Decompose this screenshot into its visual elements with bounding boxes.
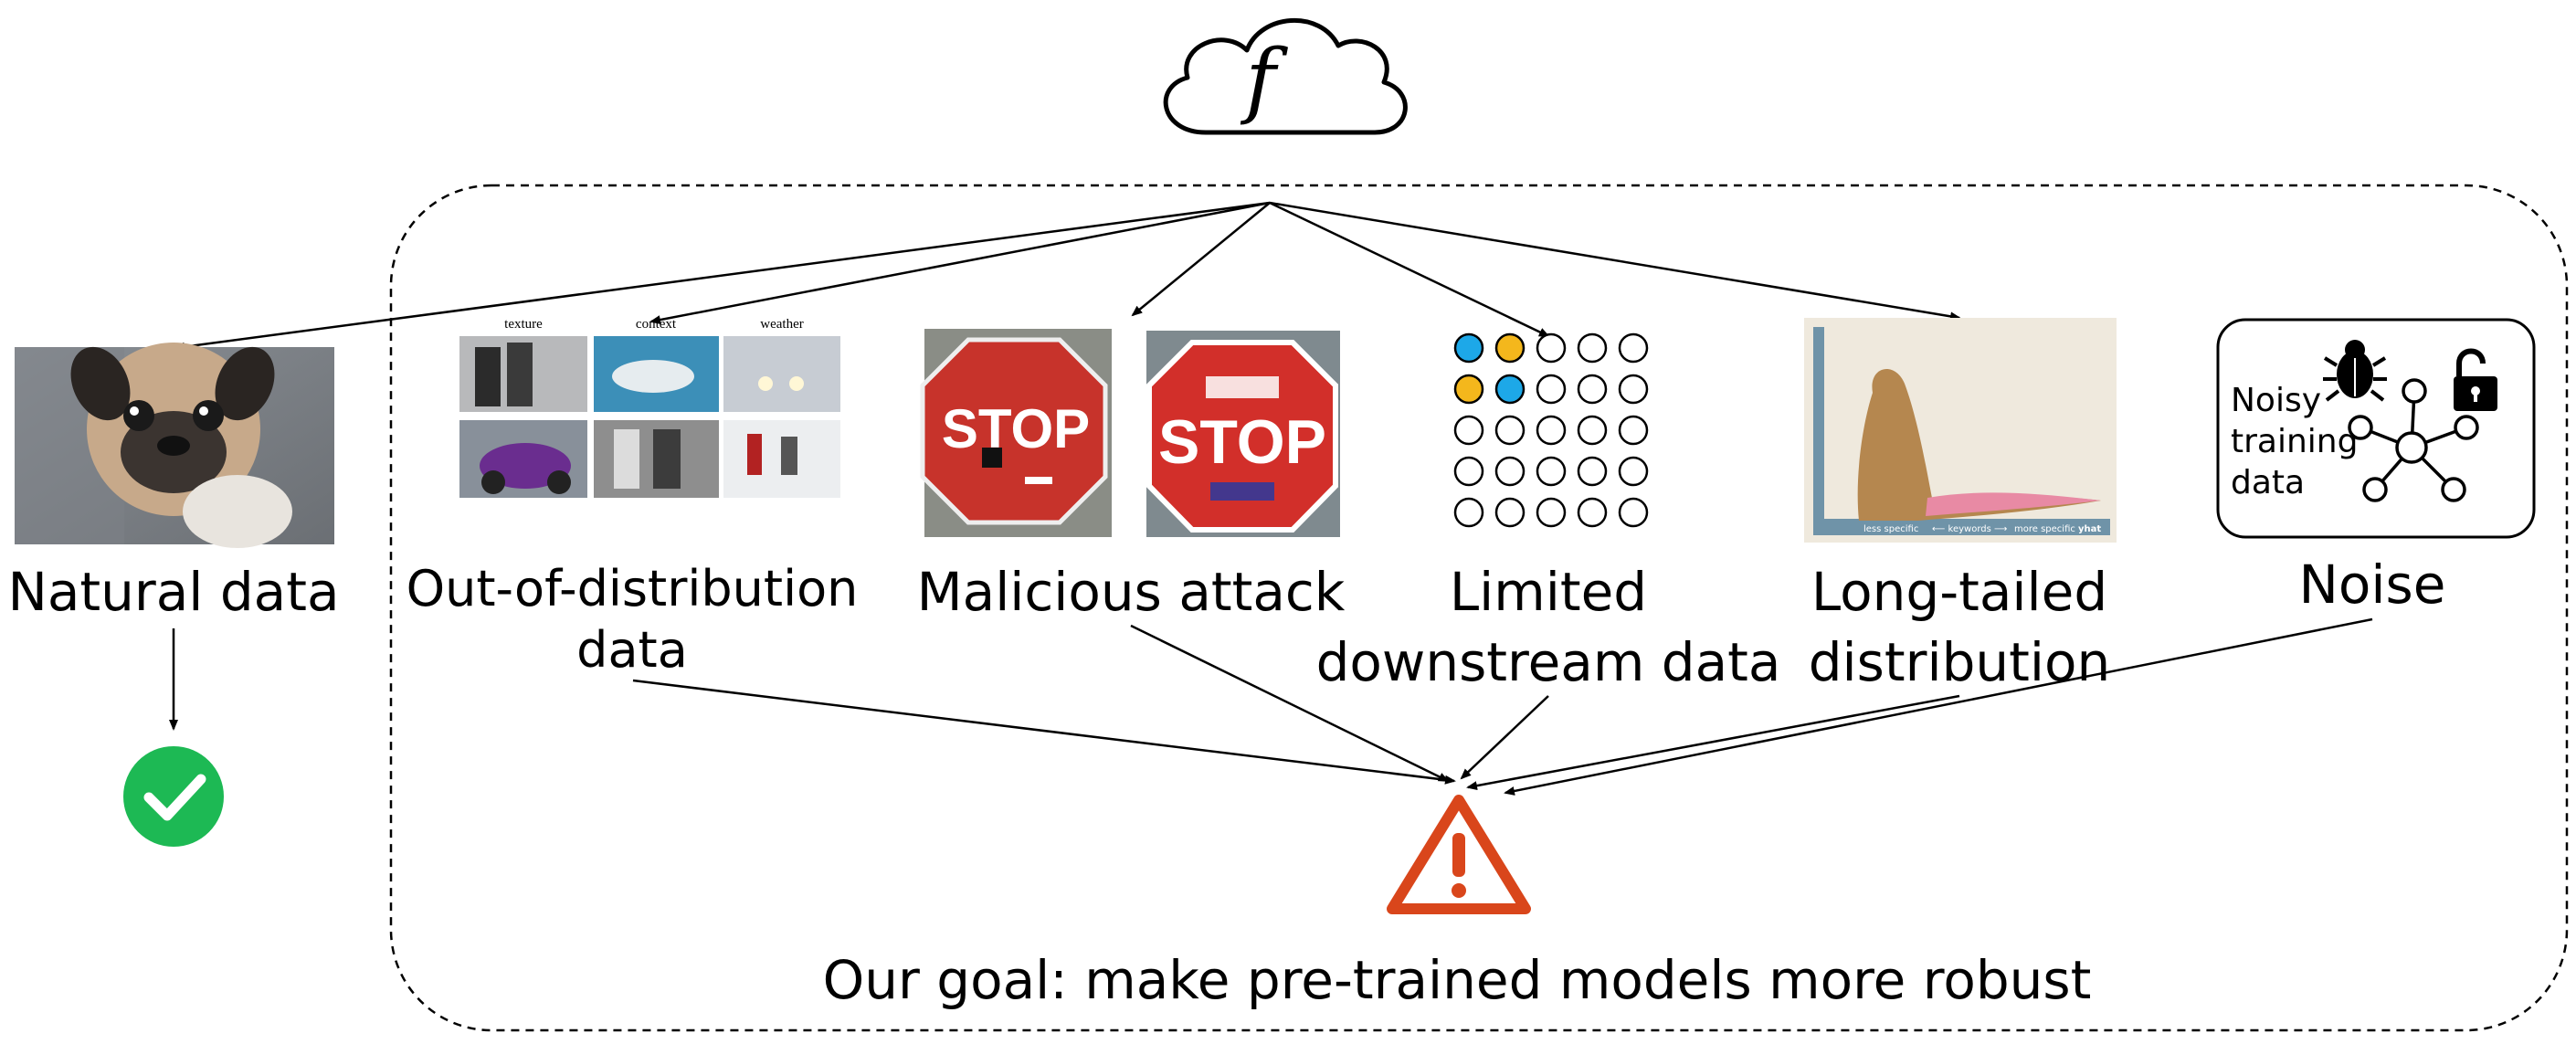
converging-arrows <box>632 617 2373 796</box>
dot <box>1453 332 1484 364</box>
dot <box>1453 497 1484 528</box>
dot <box>1494 497 1526 528</box>
dot <box>1494 456 1526 487</box>
dot <box>1536 497 1567 528</box>
robustness-region <box>389 184 2569 1032</box>
noise-label: Noise <box>2299 554 2446 616</box>
dot <box>1577 374 1608 405</box>
svg-text:more specific: more specific <box>2014 524 2075 534</box>
limited-label-line1: Limited <box>1450 561 1647 623</box>
dot <box>1494 374 1526 405</box>
limited-data-dot-grid <box>1453 332 1649 528</box>
dot <box>1618 497 1649 528</box>
long-tail-label-line2: distribution <box>1809 631 2111 693</box>
dot <box>1618 332 1649 364</box>
dot <box>1536 332 1567 364</box>
ood-label-line1: Out-of-distribution <box>406 560 859 617</box>
limited-label-line2: downstream data <box>1316 631 1781 693</box>
unlocked-padlock-icon <box>2454 348 2497 411</box>
noise-box-line2: training <box>2231 423 2358 460</box>
dot <box>1618 415 1649 446</box>
dot <box>1536 415 1567 446</box>
dot <box>1536 456 1567 487</box>
noise-box-line3: data <box>2231 464 2305 501</box>
check-icon <box>123 746 224 847</box>
hub-arrows <box>174 201 1961 352</box>
stop-sign-photo-2: STOP <box>1146 331 1340 537</box>
svg-text:less specific: less specific <box>1863 524 1918 534</box>
ood-thumbnails <box>459 336 840 498</box>
stop-sign-photo-1: STOP <box>920 329 1112 537</box>
dot <box>1618 456 1649 487</box>
goal-statement: Our goal: make pre-trained models more r… <box>823 949 2092 1011</box>
dot <box>1577 456 1608 487</box>
dot <box>1577 497 1608 528</box>
svg-text:yhat: yhat <box>2078 524 2101 534</box>
noise-box-line1: Noisy <box>2231 382 2321 419</box>
malicious-attack-label: Malicious attack <box>917 561 1346 623</box>
svg-text:STOP: STOP <box>1158 407 1326 477</box>
natural-data-label: Natural data <box>7 561 339 623</box>
dot <box>1494 332 1526 364</box>
dot <box>1494 415 1526 446</box>
pug-photo <box>15 343 334 548</box>
dot <box>1536 374 1567 405</box>
cloud-icon <box>1163 17 1408 135</box>
dot <box>1453 374 1484 405</box>
ood-sublabel-texture: texture <box>504 317 543 332</box>
dot <box>1453 415 1484 446</box>
ood-label-line2: data <box>576 621 688 679</box>
svg-text:STOP: STOP <box>942 398 1090 459</box>
dot <box>1577 332 1608 364</box>
long-tail-illustration: less specific ⟵ keywords ⟶ more specific… <box>1804 318 2117 543</box>
bug-icon <box>2323 340 2387 402</box>
warning-icon <box>1387 795 1531 914</box>
long-tail-label-line1: Long-tailed <box>1811 561 2107 623</box>
dot <box>1618 374 1649 405</box>
svg-text:⟵ keywords ⟶: ⟵ keywords ⟶ <box>1932 524 2007 534</box>
dot <box>1453 456 1484 487</box>
ood-sublabel-context: context <box>636 317 677 332</box>
network-graph-icon <box>2348 378 2479 502</box>
dot <box>1577 415 1608 446</box>
ood-sublabel-weather: weather <box>760 317 803 332</box>
